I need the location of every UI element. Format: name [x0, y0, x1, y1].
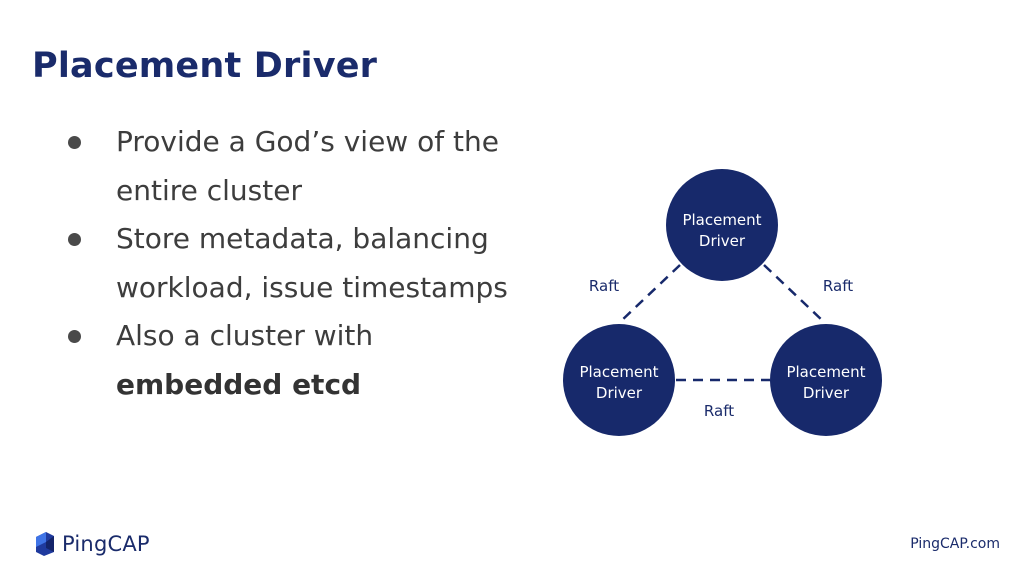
pingcap-logo: PingCAP	[34, 530, 150, 558]
node-label-line2: Driver	[596, 384, 643, 402]
raft-diagram: Placement Driver Placement Driver Placem…	[563, 169, 882, 436]
bullet-item: Store metadata, balancing workload, issu…	[68, 215, 538, 312]
bullet-dot-icon	[68, 136, 81, 149]
bullet-dot-icon	[68, 233, 81, 246]
raft-label-right: Raft	[823, 277, 853, 295]
node-label-line2: Driver	[803, 384, 850, 402]
raft-label-left: Raft	[589, 277, 619, 295]
raft-label-bottom: Raft	[704, 402, 734, 420]
node-label-line1: Placement	[579, 363, 658, 381]
bullet-text: Provide a God’s view of the entire clust…	[116, 125, 499, 207]
node-label-line2: Driver	[699, 232, 746, 250]
pingcap-logo-icon	[36, 532, 54, 556]
node-label-line1: Placement	[682, 211, 761, 229]
node-label-line1: Placement	[786, 363, 865, 381]
bullet-list: Provide a God’s view of the entire clust…	[68, 118, 538, 409]
bullet-item: Also a cluster with embedded etcd	[68, 312, 538, 409]
placement-driver-node-top: Placement Driver	[666, 169, 778, 281]
placement-driver-node-left: Placement Driver	[563, 324, 675, 436]
bullet-item: Provide a God’s view of the entire clust…	[68, 118, 538, 215]
bullet-text-bold: embedded etcd	[116, 367, 362, 401]
footer-url[interactable]: PingCAP.com	[910, 536, 1000, 552]
raft-edge-top-right	[763, 264, 825, 323]
bullet-text: Store metadata, balancing workload, issu…	[116, 222, 508, 304]
raft-edge-top-left	[619, 264, 681, 323]
bullet-text: Also a cluster with	[116, 319, 374, 352]
bullet-dot-icon	[68, 330, 81, 343]
slide-title: Placement Driver	[32, 46, 378, 86]
placement-driver-node-right: Placement Driver	[770, 324, 882, 436]
logo-text: PingCAP	[62, 532, 150, 556]
